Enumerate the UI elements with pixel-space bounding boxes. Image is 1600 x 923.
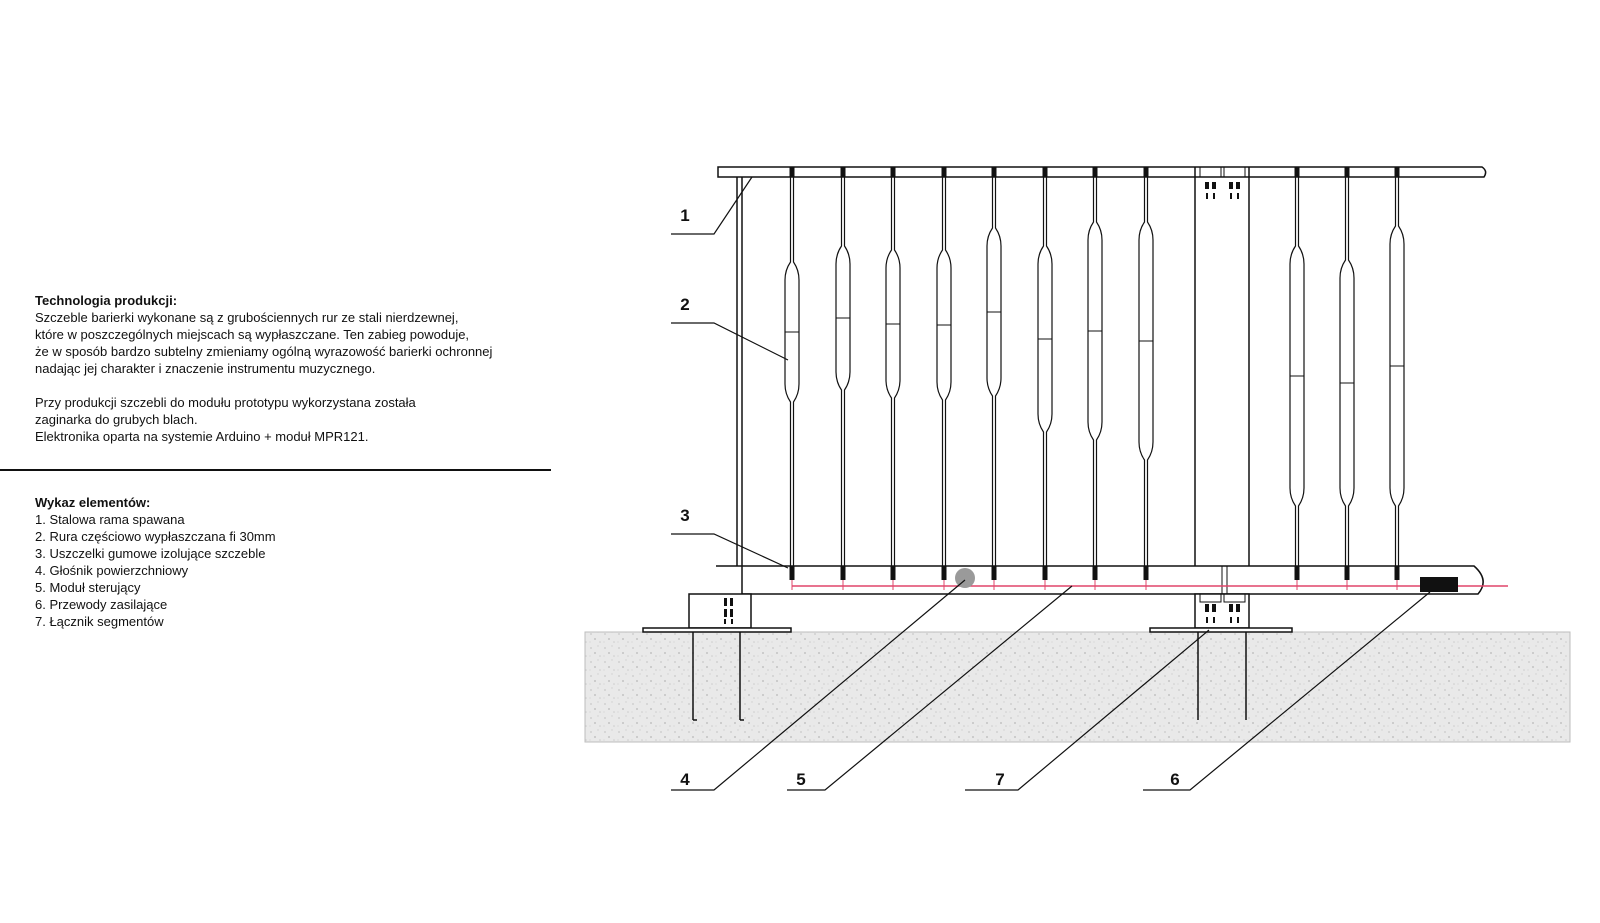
baluster-top-cap — [941, 167, 947, 177]
baluster-tube — [1037, 177, 1053, 566]
element-item: 1. Stalowa rama spawana — [35, 512, 185, 527]
connector-bolt-outline — [1199, 166, 1246, 603]
rubber-seal — [890, 566, 896, 580]
ground-gravel — [584, 631, 1571, 743]
production-line: Elektronika oparta na systemie Arduino +… — [35, 429, 369, 444]
elements-heading: Wykaz elementów: — [35, 495, 151, 510]
control-module — [1420, 577, 1458, 592]
element-item: 5. Moduł sterujący — [35, 580, 141, 595]
baluster-top-cap — [991, 167, 997, 177]
callout-6: 6 — [1170, 770, 1179, 789]
rubber-seal — [1092, 566, 1098, 580]
rubber-seal — [1344, 566, 1350, 580]
element-item: 7. Łącznik segmentów — [35, 614, 164, 629]
leader-lines — [671, 176, 1431, 791]
rubber-seal — [1294, 566, 1300, 580]
baluster-top-cap — [890, 167, 896, 177]
top-rail — [717, 166, 1487, 178]
element-item: 3. Uszczelki gumowe izolujące szczeble — [35, 546, 266, 561]
baluster-top-cap — [789, 167, 795, 177]
connector-bolts — [1205, 182, 1240, 623]
baluster-top-cap — [840, 167, 846, 177]
production-line: nadając jej charakter i znaczenie instru… — [35, 361, 376, 376]
production-line: że w sposób bardzo subtelny zmieniamy og… — [35, 344, 493, 359]
baluster-top-cap — [1042, 167, 1048, 177]
baluster-tube — [835, 177, 851, 566]
rubber-seal — [789, 566, 795, 580]
element-item: 2. Rura częściowo wypłaszczana fi 30mm — [35, 529, 276, 544]
left-foot-bracket — [642, 593, 792, 721]
bottom-rail — [716, 565, 1484, 595]
callout-1: 1 — [680, 206, 689, 225]
rubber-seal — [1042, 566, 1048, 580]
production-technology-section: Technologia produkcji: Szczeble barierki… — [35, 292, 535, 445]
left-frame-post — [736, 177, 743, 566]
callout-2: 2 — [680, 295, 689, 314]
production-line: Przy produkcji szczebli do modułu protot… — [35, 395, 416, 410]
elements-list-section: Wykaz elementów: 1. Stalowa rama spawana… — [35, 494, 535, 630]
rubber-seal — [1394, 566, 1400, 580]
production-line: które w poszczególnych miejscach są wypł… — [35, 327, 470, 342]
element-item: 6. Przewody zasilające — [35, 597, 168, 612]
baluster-tube — [1389, 177, 1405, 566]
rubber-seal — [840, 566, 846, 580]
surface-speaker — [955, 568, 975, 588]
baluster-top-cap — [1143, 167, 1149, 177]
baluster-tube — [1289, 177, 1305, 566]
baluster-tube — [1138, 177, 1154, 566]
rubber-seal — [991, 566, 997, 580]
baluster-tube — [936, 177, 952, 566]
baluster-tube — [885, 177, 901, 566]
balusters — [784, 167, 1405, 590]
baluster-top-cap — [1294, 167, 1300, 177]
element-item: 4. Głośnik powierzchniowy — [35, 563, 189, 578]
section-divider — [0, 469, 551, 471]
production-line: Szczeble barierki wykonane są z grubości… — [35, 310, 459, 325]
production-line: zaginarka do grubych blach. — [35, 412, 198, 427]
baluster-tube — [784, 177, 800, 566]
left-bolts — [724, 598, 733, 624]
rubber-seal — [941, 566, 947, 580]
production-heading: Technologia produkcji: — [35, 293, 178, 308]
baluster-top-cap — [1394, 167, 1400, 177]
baluster-top-cap — [1344, 167, 1350, 177]
callout-7: 7 — [995, 770, 1004, 789]
callout-5: 5 — [796, 770, 805, 789]
rubber-seal — [1143, 566, 1149, 580]
baluster-tube — [1087, 177, 1103, 566]
callout-3: 3 — [680, 506, 689, 525]
baluster-tube — [986, 177, 1002, 566]
baluster-top-cap — [1092, 167, 1098, 177]
baluster-tube — [1339, 177, 1355, 566]
callout-4: 4 — [680, 770, 690, 789]
